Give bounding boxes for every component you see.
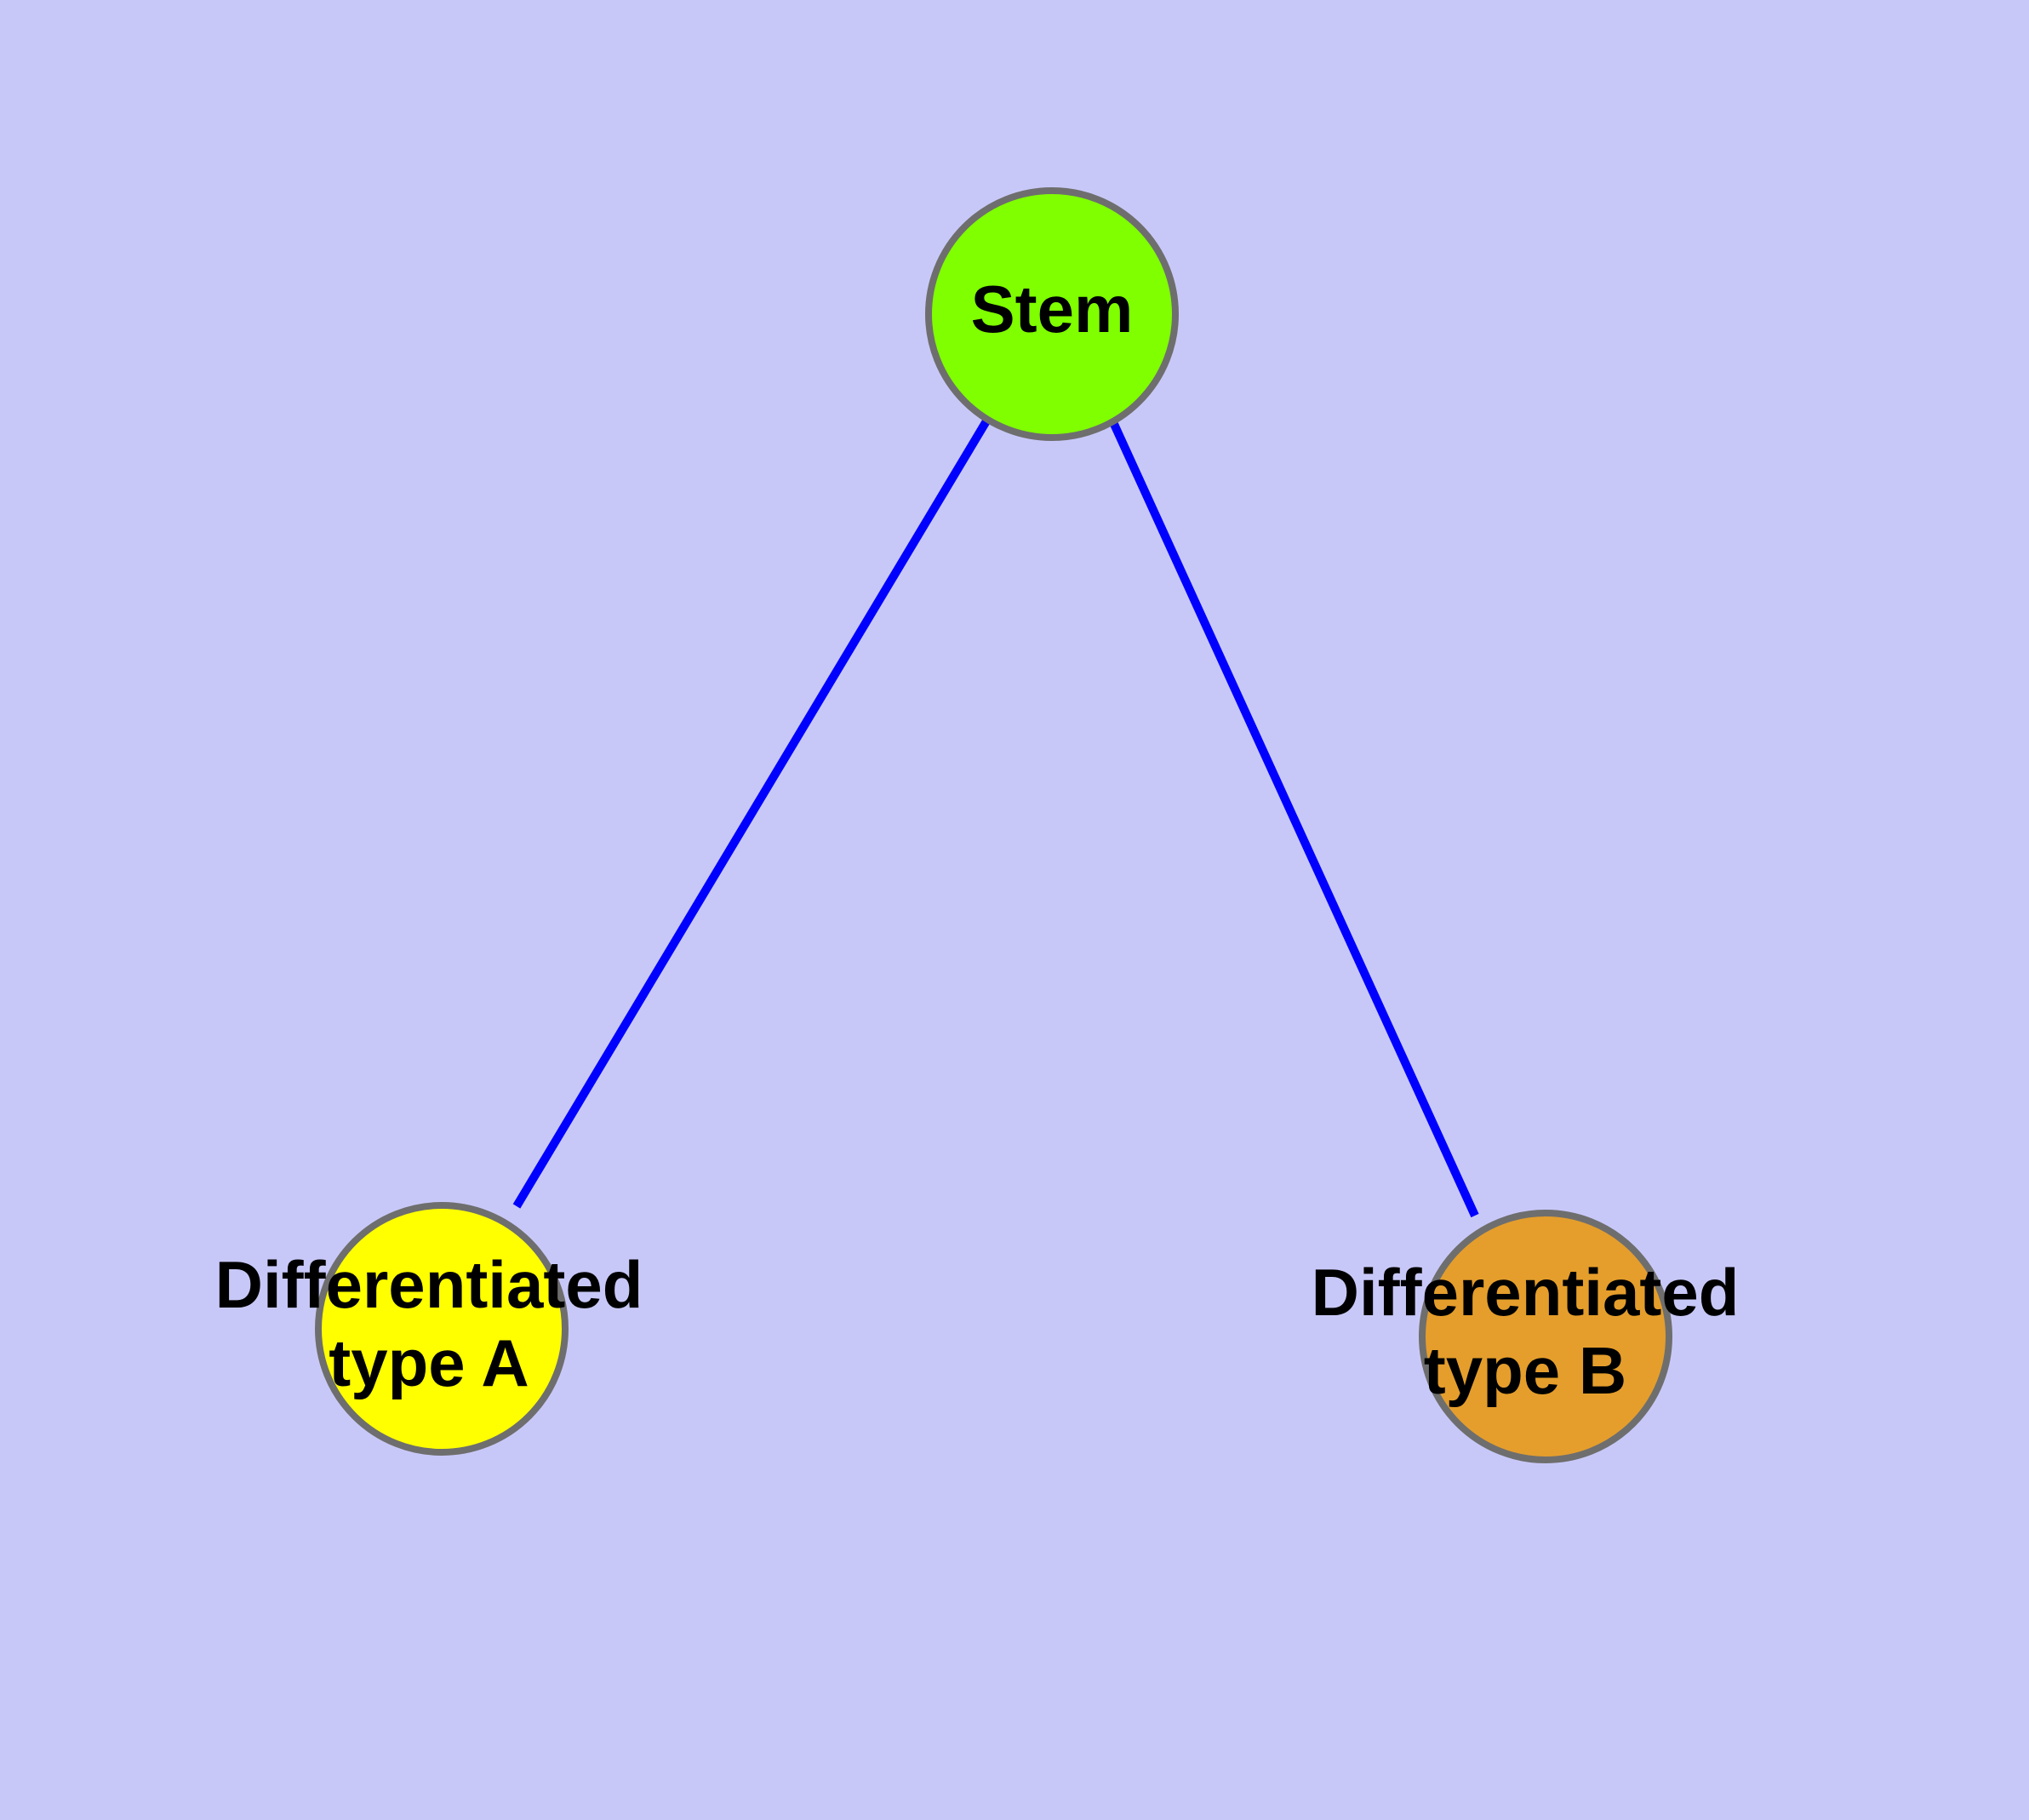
node-circle-stem[interactable] (925, 187, 1179, 441)
graph-edge-stem-to-diff-b[interactable] (1109, 420, 1479, 1218)
node-label-line: Stem (971, 272, 1134, 346)
graph-edge-stem-to-diff-a[interactable] (512, 417, 992, 1209)
node-label-line: Differentiated (215, 1247, 643, 1322)
node-label-line: type B (1424, 1333, 1626, 1408)
node-label-line: type A (329, 1325, 529, 1400)
node-label-stem: Stem (971, 272, 1134, 346)
node-circle-diff_a[interactable] (315, 1202, 569, 1456)
node-label-line: Differentiated (1312, 1255, 1740, 1330)
edges-layer (512, 417, 1479, 1218)
graph-node-stem[interactable]: Stem (925, 187, 1179, 441)
node-circle-diff_b[interactable] (1419, 1210, 1672, 1463)
